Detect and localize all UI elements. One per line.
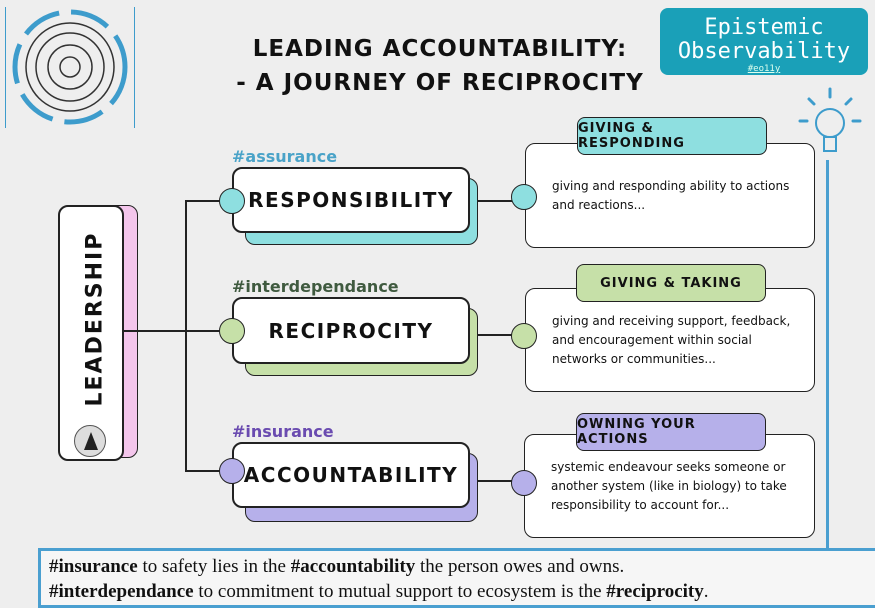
hashtag-insurance: #insurance <box>232 422 334 441</box>
text: the person owes and owns. <box>415 556 625 577</box>
brand-line1: Epistemic <box>704 15 824 40</box>
pill-owning-actions: OWNING YOUR ACTIONS <box>576 413 766 451</box>
logo <box>4 5 136 130</box>
desc-accountability: systemic endeavour seeks someone or anot… <box>524 434 815 538</box>
tag-accountability: #accountability <box>290 556 416 577</box>
leadership-box: LEADERSHIP <box>58 205 124 461</box>
card-responsibility: RESPONSIBILITY <box>232 167 470 233</box>
connector <box>185 470 223 472</box>
hashtag-interdependance: #interdependance <box>232 277 399 296</box>
connector <box>185 200 187 471</box>
frame-line <box>826 160 829 550</box>
footer-line1: #insurance to safety lies in the #accoun… <box>49 554 875 579</box>
brand-tag: #eo11y <box>747 64 781 74</box>
tag-interdependance: #interdependance <box>49 581 194 602</box>
connector <box>470 200 515 202</box>
node-dot <box>511 184 537 210</box>
card-accountability: ACCOUNTABILITY <box>232 442 470 508</box>
connector <box>470 334 515 336</box>
text: . <box>703 581 709 602</box>
connector <box>185 330 223 332</box>
desc-responsibility: giving and responding ability to actions… <box>525 143 815 248</box>
lightbulb-icon <box>795 85 865 165</box>
pill-giving-responding: GIVING & RESPONDING <box>577 117 767 155</box>
footer-line2: #interdependance to commitment to mutual… <box>49 579 875 604</box>
hashtag-assurance: #assurance <box>232 147 338 166</box>
tag-insurance: #insurance <box>49 556 138 577</box>
connector <box>470 480 515 482</box>
footer-quote: #insurance to safety lies in the #accoun… <box>38 548 875 608</box>
text: to safety lies in the <box>137 556 291 577</box>
node-dot <box>219 458 245 484</box>
connector <box>124 330 186 332</box>
text: to commitment to mutual support to ecosy… <box>193 581 607 602</box>
compass-icon <box>74 425 106 457</box>
node-dot <box>219 188 245 214</box>
node-dot <box>511 470 537 496</box>
page-title-line1: LEADING ACCOUNTABILITY: <box>252 36 628 62</box>
connector <box>185 200 223 202</box>
leadership-label: LEADERSHIP <box>82 231 108 407</box>
node-dot <box>219 318 245 344</box>
node-dot <box>511 323 537 349</box>
pill-giving-taking: GIVING & TAKING <box>576 264 766 302</box>
card-reciprocity: RECIPROCITY <box>232 297 470 364</box>
brand-badge: Epistemic Observability #eo11y <box>660 8 868 75</box>
tag-reciprocity: #reciprocity <box>606 581 704 602</box>
desc-reciprocity: giving and receiving support, feedback, … <box>525 288 815 392</box>
brand-line2: Observability <box>677 39 851 64</box>
page-title-line2: - A JOURNEY OF RECIPROCITY <box>236 70 644 96</box>
